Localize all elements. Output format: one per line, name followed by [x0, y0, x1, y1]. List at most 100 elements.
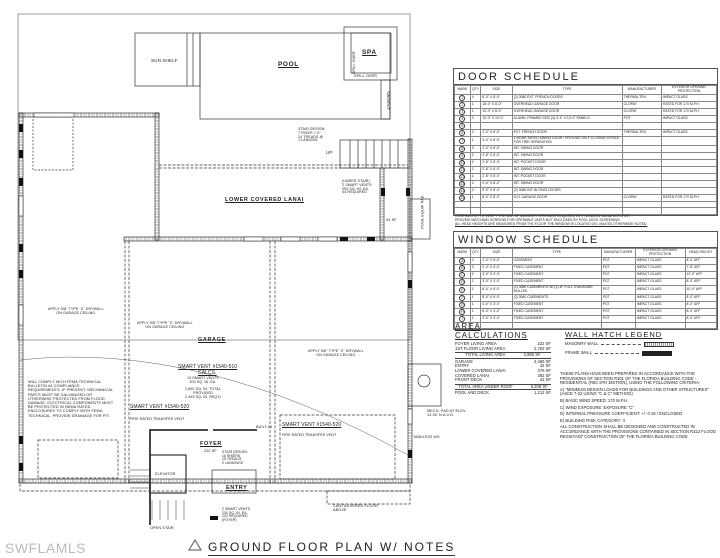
area-name: POOL AND DECK: [455, 390, 490, 396]
table-cell: IMPACT GLASS: [634, 285, 686, 295]
table-cell: [621, 144, 662, 153]
table-cell: INT. SWING DOOR: [511, 151, 623, 160]
mech-pad-label: MECH. PAD AT ELEV. 12.00' N.A.V.D.: [427, 409, 467, 417]
table-cell: PGT: [600, 278, 636, 286]
drywall-note: APPLY 5/8" TYPE "X" DRYWALL ON GARAGE CE…: [137, 321, 193, 329]
masonry-hatch-swatch: [644, 342, 675, 347]
area-name: TOTAL AREA UNDER ROOF: [458, 383, 513, 389]
table-cell: [684, 321, 718, 330]
table-cell: 3'-0" x 8'-0": [480, 129, 513, 137]
code-note: B) BASIC WIND SPEED: 170 M.P.H.: [560, 397, 629, 403]
table-cell: PGT: [600, 264, 636, 272]
table-cell: 6: [454, 129, 471, 137]
table-cell: [621, 207, 662, 215]
table-cell: PGT: [600, 285, 636, 295]
table-cell: IMPACT GLASS: [634, 293, 686, 302]
table-cell: 1-HOUR RATED SWING DOOR / PROVIDE SELF C…: [511, 136, 623, 146]
mech-pad: [407, 363, 442, 407]
table-cell: 8'-0" x 8'-0": [480, 193, 513, 202]
table-cell: 3: [469, 115, 482, 123]
table-cell: F: [454, 293, 471, 302]
mark-symbol: 13: [459, 180, 466, 187]
table-cell: [660, 151, 718, 160]
code-note: THESE PLANS HAVE BEEN PREPARED IN ACCORD…: [560, 371, 701, 386]
table-cell: OVERHEAD GARAGE DOOR: [511, 101, 623, 109]
code-note: A) "MINIMUM DESIGN LOADS FOR BUILDINGS A…: [560, 386, 709, 397]
table-cell: 2: [469, 158, 482, 167]
table-cell: IMPACT GLASS: [634, 300, 686, 309]
table-cell: [660, 172, 718, 181]
table-cell: IMPACT GLASS: [634, 271, 686, 279]
wall: [18, 112, 24, 484]
table-cell: 3: [469, 144, 482, 153]
area-name: 1st FLOOR LIVING AREA: [455, 345, 506, 351]
table-cell: 10'-0" AFF: [684, 285, 718, 295]
table-cell: 1: [454, 94, 471, 102]
column-header: TYPE: [511, 85, 623, 95]
table-cell: [511, 122, 623, 130]
table-cell: 2: [454, 101, 471, 109]
table-cell: B: [454, 264, 471, 272]
column-header: MARK: [454, 248, 471, 258]
table-cell: 6'-0" x 3'-0": [480, 307, 513, 316]
mark-symbol: 8: [459, 145, 466, 152]
up-label: UP: [326, 150, 333, 155]
table-cell: [660, 186, 718, 195]
table-cell: (2) 3080 EXT. FRENCH DOORS: [511, 94, 623, 102]
table-cell: 3'-0" x 3'-0": [480, 271, 513, 279]
table-cell: 2'-6" x 8'-0": [480, 179, 513, 188]
table-cell: FIXED CASEMENT: [511, 300, 602, 309]
foyer-label: FOYER: [200, 441, 222, 447]
under-stair-note: (UNDER STAIR) 2 SMART VENTS 200 SQ. IN. …: [342, 179, 372, 195]
table-cell: 1: [469, 285, 482, 295]
table-cell: 2: [469, 278, 482, 286]
table-cell: RATED FOR 170 M.P.H.: [660, 101, 718, 109]
area-value: 42 SF: [539, 363, 551, 369]
table-cell: [621, 158, 662, 167]
column-header: TYPE: [511, 248, 602, 258]
stair-lanai: [339, 139, 411, 169]
mark-symbol: 11: [459, 166, 466, 173]
table-cell: IMPACT GLASS: [660, 94, 718, 102]
column-header: QTY: [469, 85, 482, 95]
table-cell: [621, 165, 662, 174]
table-cell: 8'-0" AFF: [684, 278, 718, 286]
table-cell: 2'-8" x 8'-0": [480, 151, 513, 160]
table-row: 623'-0" x 8'-0"EXT. FRENCH DOORTHERMA-TR…: [454, 129, 718, 137]
table-cell: 4: [469, 94, 482, 102]
table-cell: 1: [469, 314, 482, 323]
garage-label: GARAGE: [198, 337, 226, 343]
table-cell: [480, 321, 513, 330]
table-cell: 1: [469, 307, 482, 316]
table-cell: O.H. GARAGE DOOR: [511, 193, 623, 202]
table-cell: [660, 136, 718, 146]
mark-symbol: 5: [459, 123, 466, 129]
table-cell: 8: [454, 144, 471, 153]
table-cell: 4'-0" x 3'-0": [480, 300, 513, 309]
mark-symbol: 1: [459, 95, 466, 101]
table-cell: (2) 3080 CASEMENTS W/ (2) 3F FULL TRANSO…: [511, 285, 602, 295]
area-value: 392 SF: [537, 372, 551, 378]
table-cell: PGT: [600, 314, 636, 323]
area-value: 42 SF: [539, 377, 551, 383]
mark-symbol: D: [459, 279, 466, 285]
table-cell: (2) 3060 CASEMENTS: [511, 293, 602, 302]
smart-vent-510-detail: 13 SMART VENTS 200 SQ. IN. EA. 2,600 SQ.…: [185, 376, 221, 399]
table-cell: 1: [469, 193, 482, 202]
table-cell: 1: [469, 293, 482, 302]
table-cell: [621, 186, 662, 195]
table-cell: 3: [469, 264, 482, 272]
table-cell: 1: [469, 108, 482, 116]
table-cell: [634, 321, 686, 330]
pool-label: POOL: [278, 61, 299, 68]
table-cell: [660, 207, 718, 215]
table-cell: IMPACT GLASS: [634, 264, 686, 272]
swimout-label: SWIMOUT: [386, 91, 391, 111]
area-name: TOTAL LIVING AREA: [465, 352, 506, 358]
